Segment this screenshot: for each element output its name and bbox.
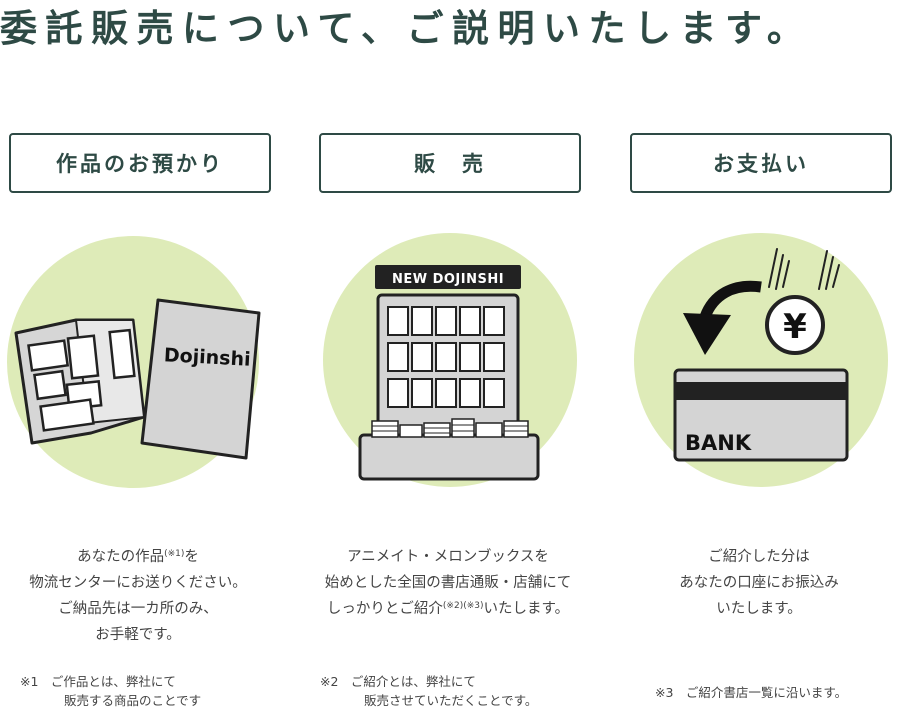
step-description-consignment: あなたの作品(※1)を 物流センターにお送りください。 ご納品先は一カ所のみ、 … <box>29 549 247 643</box>
step-consignment: 作品のお預かり Dojinshi あなたの作品(※1)を 物流センターにお送りく… <box>7 0 290 708</box>
bookstore-shelf-icon: NEW DOJINSHI <box>323 233 577 487</box>
step-description-sales: アニメイト・メロンブックスを 始めとした全国の書店通販・店舗にて しっかりとご紹… <box>324 549 572 617</box>
step-header-payment: お支払い <box>630 133 892 193</box>
step-header-sales: 販 売 <box>319 133 581 193</box>
step-description-payment: ご紹介した分は あなたの口座にお振込み いたします。 <box>679 549 839 617</box>
step-sales: 販 売 NEW DOJINSHI アニメイト・メロンブックスを 始めとした全国の… <box>318 0 600 708</box>
store-sign-label: NEW DOJINSHI <box>392 272 504 287</box>
doujinshi-books-icon: Dojinshi <box>7 236 261 488</box>
step-header-consignment: 作品のお預かり <box>9 133 271 193</box>
book-title-label: Dojinshi <box>163 344 251 371</box>
footnote-1: ※1 ご作品とは、弊社にて 販売する商品のことです <box>20 674 202 708</box>
bank-card-label: BANK <box>685 431 752 455</box>
page-title: 委託販売について、ご説明いたします。 <box>0 7 813 50</box>
bank-card-yen-icon: ¥ BANK <box>634 233 888 487</box>
yen-coin-symbol: ¥ <box>783 307 807 347</box>
footnote-2: ※2 ご紹介とは、弊社にて 販売させていただくことです。 <box>320 674 538 708</box>
footnote-3: ※3 ご紹介書店一覧に沿います。 <box>655 685 848 700</box>
step-payment: お支払い ¥ BANK ご紹介した分は あなたの口座にお振込み いたします。 ※… <box>629 0 900 708</box>
